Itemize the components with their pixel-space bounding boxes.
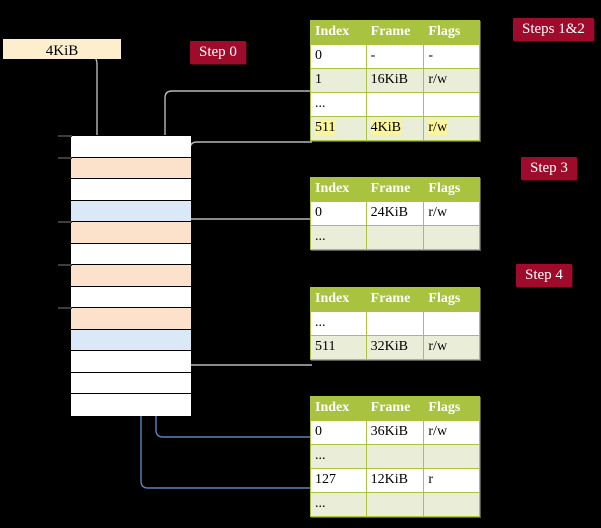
cell-frame: 4KiB bbox=[365, 116, 425, 141]
memory-tick bbox=[58, 156, 72, 159]
cell-frame: 24KiB bbox=[365, 201, 425, 226]
column-header-frame: Frame bbox=[365, 396, 425, 421]
column-header-index: Index bbox=[310, 287, 367, 312]
table-row[interactable]: ... bbox=[310, 444, 480, 469]
cell-flags: r/w bbox=[423, 335, 480, 360]
cell-index: ... bbox=[310, 92, 367, 117]
memory-frame-row bbox=[71, 200, 191, 222]
badge-step-3: Step 3 bbox=[521, 157, 577, 180]
memory-frame-row bbox=[71, 136, 191, 158]
cell-frame: 32KiB bbox=[365, 335, 425, 360]
memory-frame-row bbox=[71, 329, 191, 351]
memory-frame-row bbox=[71, 243, 191, 265]
cell-flags: r/w bbox=[423, 420, 480, 445]
physical-memory-column bbox=[70, 135, 191, 416]
column-header-flags: Flags bbox=[423, 287, 480, 312]
memory-frame-row bbox=[71, 179, 191, 201]
source-frame-box: 4KiB bbox=[3, 39, 121, 59]
table-row[interactable]: ... bbox=[310, 311, 480, 336]
memory-frame-row bbox=[71, 308, 191, 330]
cell-index: 511 bbox=[310, 335, 367, 360]
cell-index: 511 bbox=[310, 116, 367, 141]
cell-frame: - bbox=[365, 44, 425, 69]
badge-step-4: Step 4 bbox=[516, 264, 572, 287]
badge-step-0: Step 0 bbox=[190, 41, 246, 64]
cell-index: ... bbox=[310, 311, 367, 336]
table-row[interactable]: ... bbox=[310, 92, 480, 117]
cell-frame bbox=[365, 225, 425, 250]
cell-frame: 16KiB bbox=[365, 68, 425, 93]
cell-index: ... bbox=[310, 492, 367, 517]
cell-flags: r bbox=[423, 468, 480, 493]
cell-flags bbox=[423, 492, 480, 517]
memory-frame-row bbox=[71, 222, 191, 244]
source-frame-label: 4KiB bbox=[45, 43, 79, 59]
cell-index: 127 bbox=[310, 468, 367, 493]
memory-frame-row bbox=[71, 372, 191, 394]
memory-tick bbox=[58, 135, 72, 137]
cell-frame: 36KiB bbox=[365, 420, 425, 445]
cell-index: 0 bbox=[310, 420, 367, 445]
column-header-flags: Flags bbox=[423, 20, 480, 45]
column-header-index: Index bbox=[310, 177, 367, 202]
memory-frame-row bbox=[71, 351, 191, 373]
cell-frame bbox=[365, 92, 425, 117]
cell-frame: 12KiB bbox=[365, 468, 425, 493]
cell-index: 1 bbox=[310, 68, 367, 93]
memory-tick bbox=[58, 264, 72, 266]
column-header-frame: Frame bbox=[365, 287, 425, 312]
column-header-flags: Flags bbox=[423, 177, 480, 202]
column-header-index: Index bbox=[310, 20, 367, 45]
memory-frame-row bbox=[71, 394, 191, 416]
cell-flags bbox=[423, 311, 480, 336]
badge-steps-1-2: Steps 1&2 bbox=[513, 18, 594, 41]
memory-tick bbox=[58, 307, 72, 309]
cell-flags bbox=[423, 92, 480, 117]
cell-frame bbox=[365, 492, 425, 517]
memory-frame-row bbox=[71, 286, 191, 308]
cell-index: ... bbox=[310, 444, 367, 469]
column-header-frame: Frame bbox=[365, 20, 425, 45]
wire-pdpt-lead bbox=[179, 218, 312, 263]
table-row[interactable]: 0-- bbox=[310, 44, 480, 69]
table-row[interactable]: ... bbox=[310, 225, 480, 250]
cell-flags: r/w bbox=[423, 116, 480, 141]
memory-tick bbox=[58, 221, 72, 223]
cell-flags: r/w bbox=[423, 201, 480, 226]
cell-flags bbox=[423, 444, 480, 469]
cell-flags: - bbox=[423, 44, 480, 69]
cell-index: 0 bbox=[310, 44, 367, 69]
memory-frame-row bbox=[71, 265, 191, 287]
memory-frame-row bbox=[71, 157, 191, 179]
cell-frame bbox=[365, 311, 425, 336]
wire-pml4-4kib-to-memory bbox=[171, 141, 312, 262]
cell-flags: r/w bbox=[423, 68, 480, 93]
table-row[interactable]: ... bbox=[310, 492, 480, 517]
column-header-index: Index bbox=[310, 396, 367, 421]
cell-index: ... bbox=[310, 225, 367, 250]
cell-frame bbox=[365, 444, 425, 469]
cell-flags bbox=[423, 225, 480, 250]
column-header-frame: Frame bbox=[365, 177, 425, 202]
column-header-flags: Flags bbox=[423, 396, 480, 421]
cell-index: 0 bbox=[310, 201, 367, 226]
wire-pd-32kib-to-memory bbox=[173, 314, 312, 366]
